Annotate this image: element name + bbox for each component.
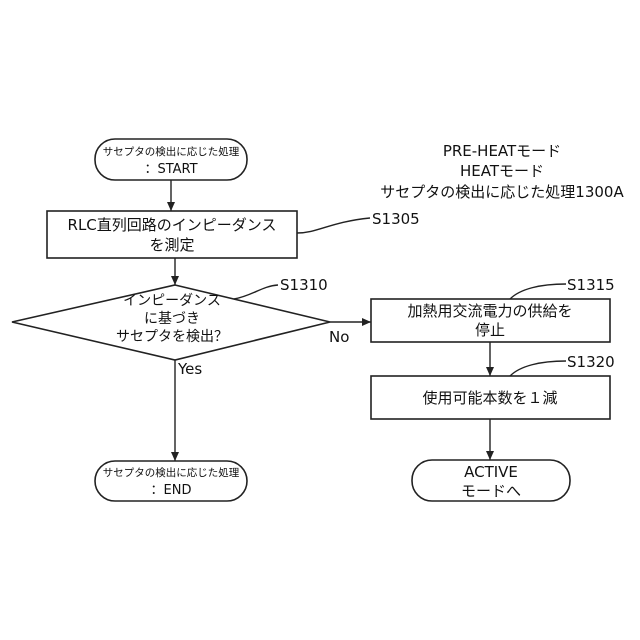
step-s1310-line-1: インピーダンス	[123, 293, 221, 309]
branch-no-label: No	[329, 328, 349, 346]
step-s1310-line-2: に基づき	[144, 310, 200, 327]
start-terminal-line-2: ：START	[144, 162, 197, 177]
active-terminal-line-1: ACTIVE	[464, 463, 518, 481]
step-s1310-line-3: サセプタを検出？	[116, 329, 228, 345]
start-terminal: サセプタの検出に応じた処理 ：START	[95, 139, 247, 180]
step-s1320: 使用可能本数を１減 S1320	[371, 353, 615, 419]
step-s1315-label: S1315	[567, 276, 615, 294]
step-s1310-label: S1310	[280, 276, 328, 294]
step-s1320-label: S1320	[567, 353, 615, 371]
end-terminal-line-2: ：END	[151, 483, 192, 498]
step-s1310: インピーダンス に基づき サセプタを検出？ S1310	[12, 276, 330, 360]
step-s1305-line-1: RLC直列回路のインピーダンス	[68, 216, 277, 234]
active-terminal: ACTIVE モードへ	[412, 460, 570, 501]
active-terminal-line-2: モードへ	[461, 482, 521, 500]
step-s1305: RLC直列回路のインピーダンス を測定 S1305	[47, 210, 420, 258]
step-s1320-line-1: 使用可能本数を１減	[422, 389, 557, 407]
step-s1320-leader	[510, 361, 566, 376]
end-terminal-line-1: サセプタの検出に応じた処理	[103, 466, 240, 479]
branch-yes-label: Yes	[177, 360, 202, 378]
step-s1315: 加熱用交流電力の供給を 停止 S1315	[371, 276, 615, 342]
step-s1315-line-2: 停止	[475, 321, 505, 339]
step-s1315-line-1: 加熱用交流電力の供給を	[407, 302, 572, 320]
step-s1305-label: S1305	[372, 210, 420, 228]
step-s1305-leader	[297, 218, 370, 233]
start-terminal-line-1: サセプタの検出に応じた処理	[103, 145, 240, 158]
step-s1310-leader	[234, 285, 278, 299]
header-line-1: PRE-HEATモード	[443, 142, 561, 160]
header-line-3: サセプタの検出に応じた処理1300A	[380, 183, 624, 201]
step-s1315-leader	[510, 284, 566, 299]
end-terminal: サセプタの検出に応じた処理 ：END	[95, 461, 247, 501]
process-header: PRE-HEATモード HEATモード サセプタの検出に応じた処理1300A	[380, 142, 624, 201]
header-line-2: HEATモード	[460, 162, 544, 180]
step-s1305-line-2: を測定	[149, 236, 194, 254]
